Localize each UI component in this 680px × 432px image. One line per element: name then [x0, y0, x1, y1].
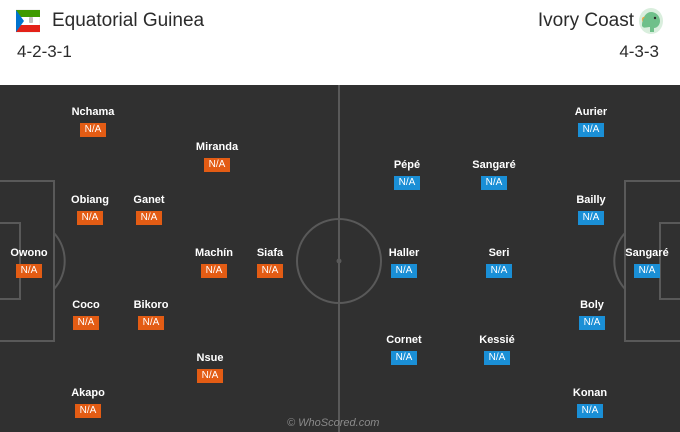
player-away-sangare-gk[interactable]: Sangaré N/A	[612, 247, 680, 278]
whoscored-watermark: © WhoScored.com	[287, 417, 380, 429]
player-rating: N/A	[138, 316, 164, 330]
player-home-obiang[interactable]: Obiang N/A	[55, 194, 125, 225]
pitch: Nchama N/A Miranda N/A Obiang N/A Ganet …	[0, 85, 680, 432]
player-name: Cornet	[386, 334, 422, 346]
player-rating: N/A	[80, 123, 106, 137]
player-name: Ganet	[133, 194, 165, 206]
player-rating: N/A	[481, 176, 507, 190]
player-name: Sangaré	[472, 159, 516, 171]
player-away-aurier[interactable]: Aurier N/A	[556, 106, 626, 137]
player-home-ganet[interactable]: Ganet N/A	[114, 194, 184, 225]
player-away-konan[interactable]: Konan N/A	[555, 387, 625, 418]
player-rating: N/A	[579, 316, 605, 330]
player-rating: N/A	[73, 316, 99, 330]
player-home-owono[interactable]: Owono N/A	[0, 247, 64, 278]
player-name: Aurier	[574, 106, 608, 118]
match-header: Equatorial Guinea 4-2-3-1 Ivory Coast 4-…	[0, 0, 680, 85]
player-rating: N/A	[394, 176, 420, 190]
player-name: Sangaré	[625, 247, 669, 259]
player-name: Boly	[580, 299, 604, 311]
player-name: Nsue	[196, 352, 224, 364]
player-rating: N/A	[136, 211, 162, 225]
player-home-akapo[interactable]: Akapo N/A	[53, 387, 123, 418]
player-rating: N/A	[486, 264, 512, 278]
player-name: Nchama	[71, 106, 115, 118]
player-rating: N/A	[391, 264, 417, 278]
player-name: Haller	[388, 247, 420, 259]
player-home-nsue[interactable]: Nsue N/A	[175, 352, 245, 383]
pitch-markings	[0, 85, 680, 432]
home-formation: 4-2-3-1	[17, 42, 72, 61]
player-name: Kessié	[479, 334, 515, 346]
player-home-machin[interactable]: Machín N/A	[179, 247, 249, 278]
player-away-pepe[interactable]: Pépé N/A	[372, 159, 442, 190]
player-name: Coco	[72, 299, 100, 311]
equatorial-guinea-flag-icon	[16, 9, 40, 33]
player-rating: N/A	[484, 351, 510, 365]
player-home-bikoro[interactable]: Bikoro N/A	[116, 299, 186, 330]
player-away-kessie[interactable]: Kessié N/A	[462, 334, 532, 365]
player-name: Akapo	[71, 387, 105, 399]
player-home-coco[interactable]: Coco N/A	[51, 299, 121, 330]
ivory-coast-crest-icon	[639, 8, 663, 34]
home-team-name: Equatorial Guinea	[52, 10, 205, 31]
player-rating: N/A	[577, 404, 603, 418]
player-rating: N/A	[75, 404, 101, 418]
player-away-sangare-mid[interactable]: Sangaré N/A	[459, 159, 529, 190]
away-formation: 4-3-3	[619, 42, 659, 61]
player-rating: N/A	[578, 123, 604, 137]
player-name: Miranda	[195, 141, 239, 153]
player-name: Obiang	[71, 194, 109, 206]
player-name: Siafa	[256, 247, 284, 259]
player-rating: N/A	[77, 211, 103, 225]
player-home-miranda[interactable]: Miranda N/A	[182, 141, 252, 172]
player-home-siafa[interactable]: Siafa N/A	[235, 247, 305, 278]
player-rating: N/A	[391, 351, 417, 365]
player-rating: N/A	[201, 264, 227, 278]
away-team-name: Ivory Coast	[537, 10, 634, 31]
player-name: Bailly	[576, 194, 606, 206]
player-rating: N/A	[16, 264, 42, 278]
player-away-haller[interactable]: Haller N/A	[369, 247, 439, 278]
player-home-nchama[interactable]: Nchama N/A	[58, 106, 128, 137]
player-away-cornet[interactable]: Cornet N/A	[369, 334, 439, 365]
player-rating: N/A	[204, 158, 230, 172]
player-rating: N/A	[578, 211, 604, 225]
player-name: Owono	[10, 247, 48, 259]
player-rating: N/A	[197, 369, 223, 383]
player-name: Seri	[488, 247, 510, 259]
player-name: Konan	[572, 387, 608, 399]
player-name: Bikoro	[133, 299, 169, 311]
player-name: Pépé	[393, 159, 421, 171]
player-away-boly[interactable]: Boly N/A	[557, 299, 627, 330]
player-name: Machín	[195, 247, 233, 259]
player-rating: N/A	[257, 264, 283, 278]
player-rating: N/A	[634, 264, 660, 278]
player-away-bailly[interactable]: Bailly N/A	[556, 194, 626, 225]
player-away-seri[interactable]: Seri N/A	[464, 247, 534, 278]
